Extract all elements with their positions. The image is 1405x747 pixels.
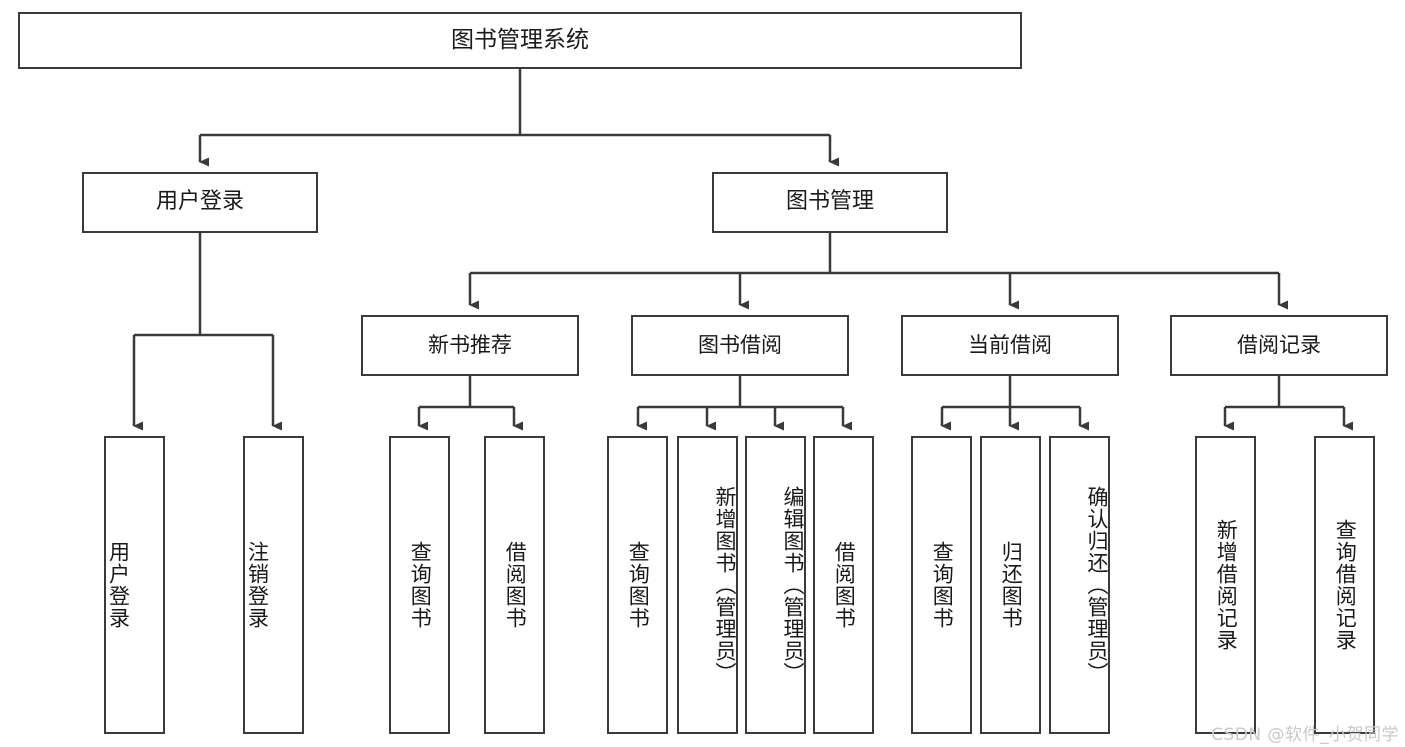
node-current-borrow[interactable]: 当前借阅: [901, 315, 1119, 376]
node-borrow-record[interactable]: 借阅记录: [1170, 315, 1388, 376]
leaf-book-borrow-query-book[interactable]: 查询图书: [607, 436, 668, 734]
node-user-login[interactable]: 用户登录: [82, 172, 318, 233]
leaf-user-login-login[interactable]: 用户登录: [104, 436, 165, 734]
leaf-new-book-query-book[interactable]: 查询图书: [389, 436, 450, 734]
node-book-management[interactable]: 图书管理: [712, 172, 948, 233]
node-book-borrow[interactable]: 图书借阅: [631, 315, 849, 376]
leaf-book-borrow-add-book-admin[interactable]: 新增图书（管理员）: [677, 436, 738, 734]
leaf-book-borrow-borrow-book[interactable]: 借阅图书: [813, 436, 874, 734]
leaf-borrow-record-add-record[interactable]: 新增借阅记录: [1195, 436, 1256, 734]
leaf-book-borrow-edit-book-admin[interactable]: 编辑图书（管理员）: [745, 436, 806, 734]
leaf-borrow-record-query-record[interactable]: 查询借阅记录: [1314, 436, 1375, 734]
leaf-current-borrow-query-book[interactable]: 查询图书: [911, 436, 972, 734]
leaf-new-book-borrow-book[interactable]: 借阅图书: [484, 436, 545, 734]
leaf-current-borrow-return-book[interactable]: 归还图书: [980, 436, 1041, 734]
node-root-book-management-system[interactable]: 图书管理系统: [18, 12, 1022, 69]
node-new-book-recommend[interactable]: 新书推荐: [361, 315, 579, 376]
leaf-user-login-logout[interactable]: 注销登录: [243, 436, 304, 734]
leaf-current-borrow-confirm-return-admin[interactable]: 确认归还（管理员）: [1049, 436, 1110, 734]
watermark: CSDN @软件_小贺同学: [1211, 725, 1399, 745]
